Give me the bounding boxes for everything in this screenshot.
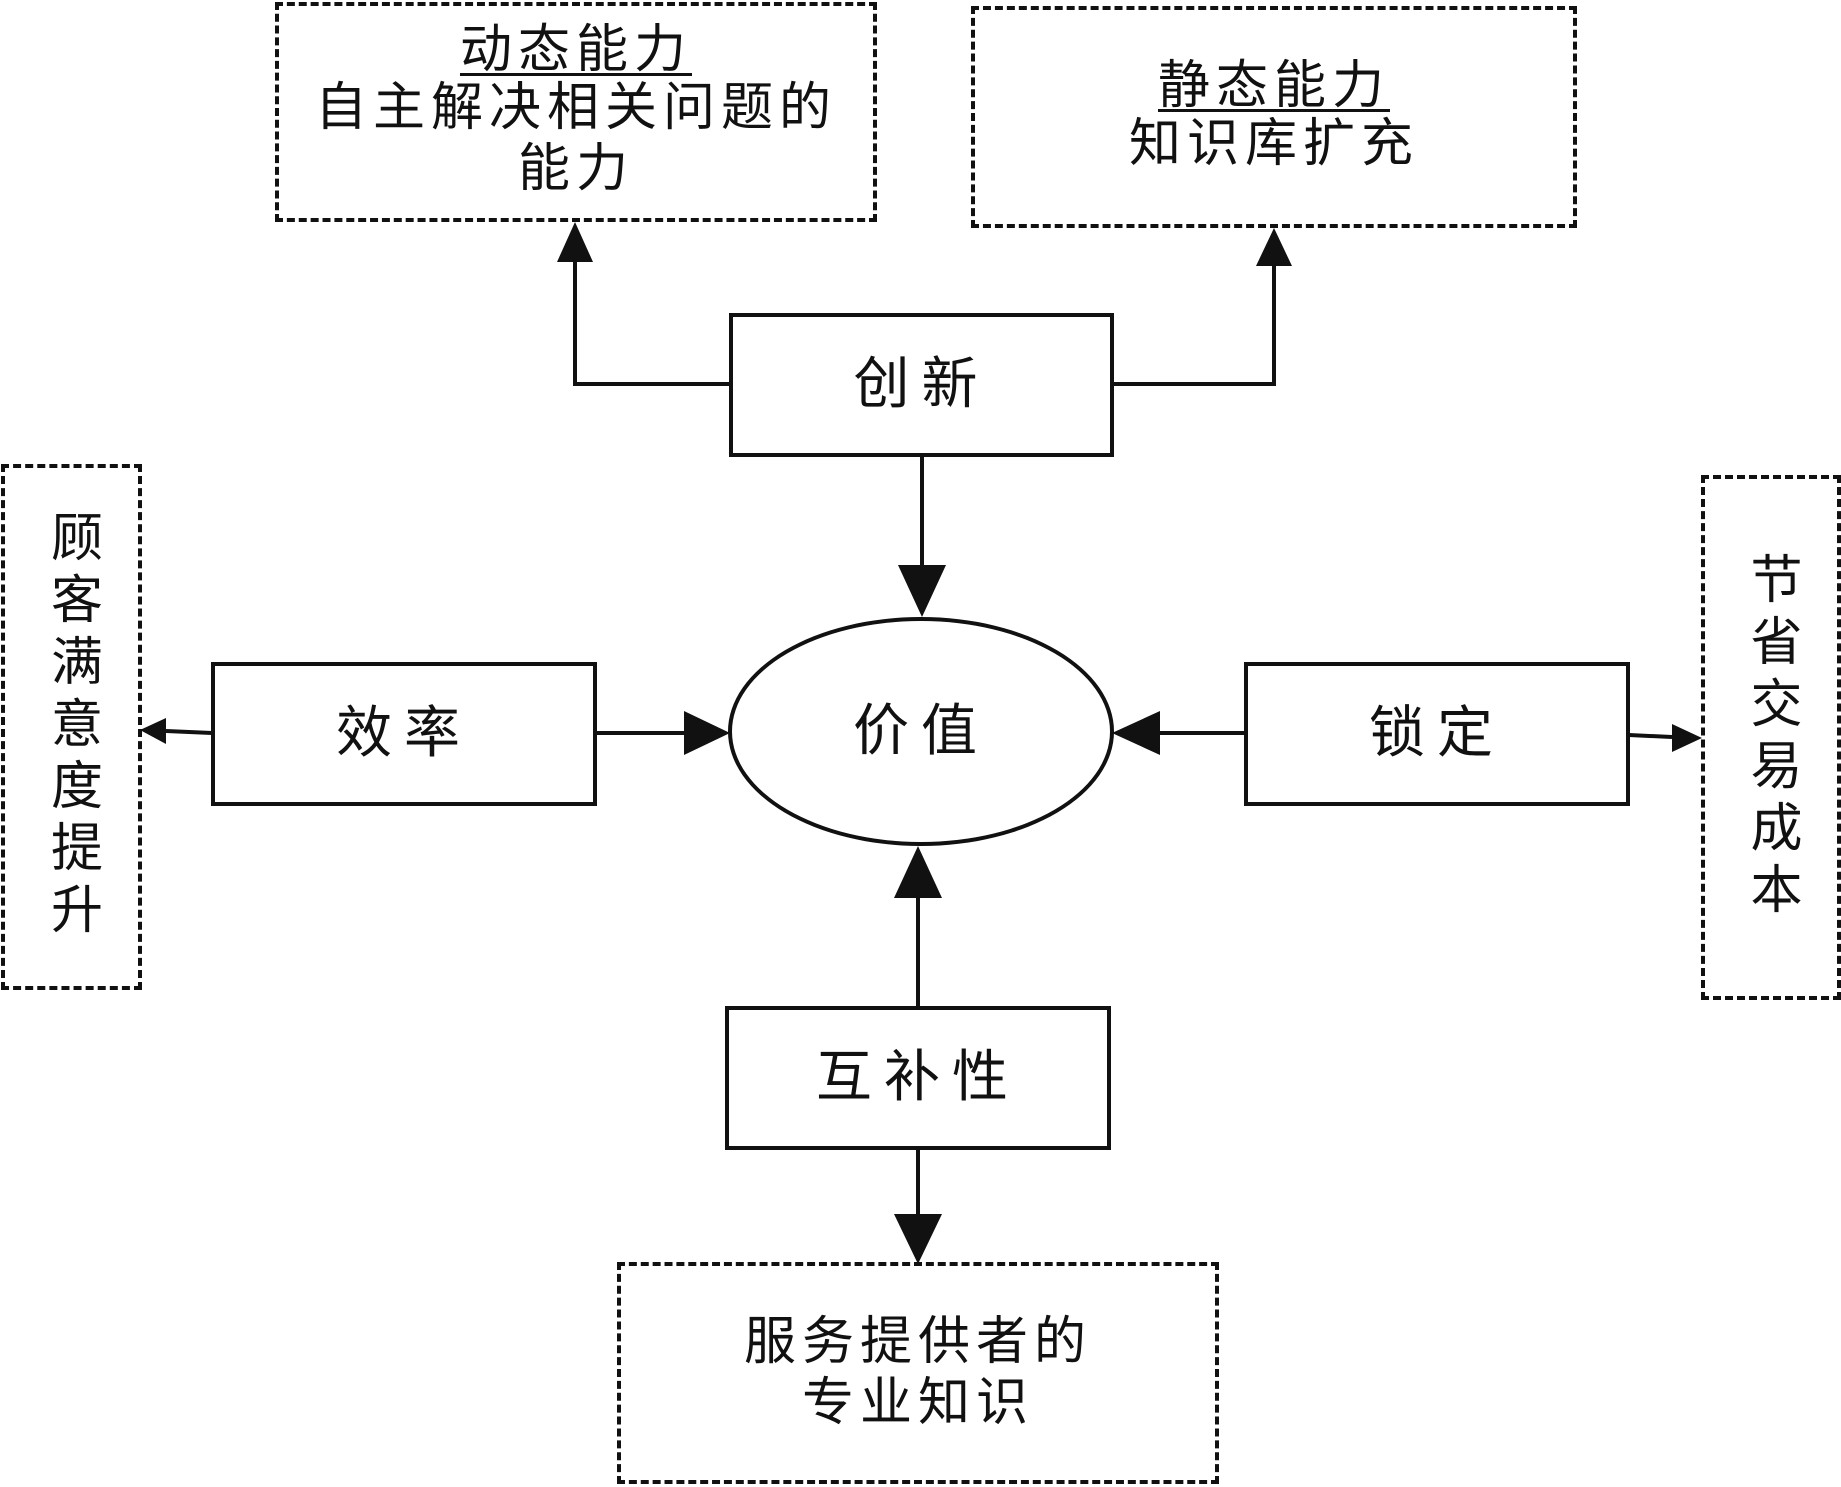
arrowhead-value-left bbox=[684, 711, 730, 755]
dynamic-capability-title: 动态能力 bbox=[459, 20, 692, 81]
efficiency-label: 效率 bbox=[336, 701, 472, 766]
innovation-label: 创新 bbox=[853, 352, 990, 417]
efficiency-node: 效率 bbox=[211, 662, 597, 806]
arrowhead-value-bottom bbox=[894, 846, 942, 898]
arrowhead-satisfaction bbox=[140, 718, 166, 744]
static-capability-box: 静态能力 知识库扩充 bbox=[971, 6, 1577, 228]
lock-in-node: 锁定 bbox=[1244, 662, 1630, 806]
arrowhead-transaction-cost bbox=[1672, 724, 1702, 752]
complementarity-label: 互补性 bbox=[816, 1045, 1020, 1110]
value-node: 价值 bbox=[728, 617, 1114, 846]
innovation-node: 创新 bbox=[729, 313, 1114, 457]
provider-knowledge-box: 服务提供者的 专业知识 bbox=[617, 1262, 1219, 1484]
transaction-cost-label: 节省交易成本 bbox=[1741, 551, 1801, 924]
value-label: 价值 bbox=[853, 698, 989, 764]
static-capability-line-1: 知识库扩充 bbox=[1128, 113, 1419, 174]
connector-innovation-to-static-capability bbox=[1112, 266, 1276, 386]
lock-in-label: 锁定 bbox=[1369, 701, 1505, 766]
arrowhead-value-right bbox=[1112, 711, 1160, 755]
connector-efficiency-to-satisfaction bbox=[165, 729, 213, 735]
connector-innovation-to-dynamic-capability bbox=[573, 262, 729, 386]
connector-lockin-to-transaction-cost bbox=[1628, 733, 1673, 739]
transaction-cost-box: 节省交易成本 bbox=[1701, 475, 1841, 1000]
provider-knowledge-line-2: 专业知识 bbox=[801, 1373, 1034, 1433]
arrowhead-value-top bbox=[898, 565, 946, 617]
customer-satisfaction-box: 顾客满意度提升 bbox=[1, 464, 142, 990]
dynamic-capability-box: 动态能力 自主解决相关问题的 能力 bbox=[275, 2, 877, 222]
customer-satisfaction-label: 顾客满意度提升 bbox=[41, 510, 102, 944]
provider-knowledge-line-1: 服务提供者的 bbox=[743, 1311, 1092, 1372]
arrowhead-static-capability bbox=[1256, 228, 1292, 266]
static-capability-title: 静态能力 bbox=[1157, 56, 1390, 117]
dynamic-capability-line-1: 自主解决相关问题的 bbox=[314, 77, 837, 138]
complementarity-node: 互补性 bbox=[725, 1006, 1111, 1150]
arrowhead-dynamic-capability bbox=[557, 222, 593, 262]
dynamic-capability-line-2: 能力 bbox=[517, 139, 634, 200]
arrowhead-provider bbox=[894, 1214, 942, 1264]
